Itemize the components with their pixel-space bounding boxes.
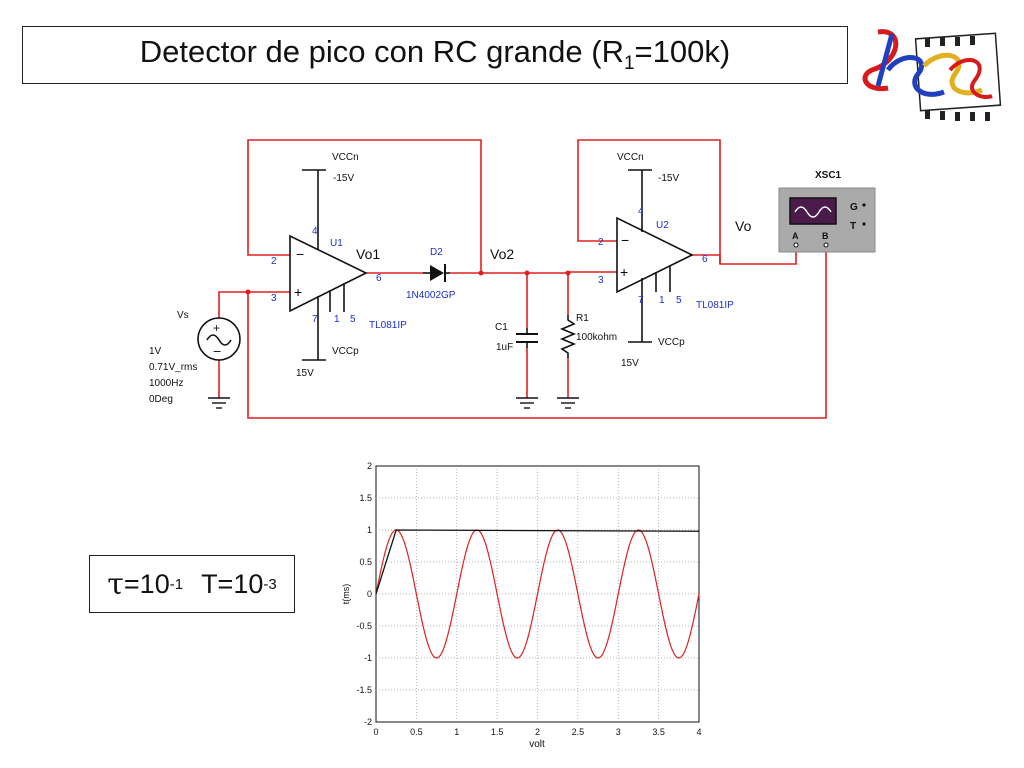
- net-vo: Vo: [735, 218, 752, 234]
- y-tick-label: 0.5: [359, 557, 372, 567]
- u1-ref: U1: [330, 238, 343, 249]
- capacitor-c1: C1 1uF: [495, 322, 538, 353]
- d2-part: 1N4002GP: [406, 290, 456, 301]
- u2-vccp-value: 15V: [621, 358, 639, 369]
- vs-param: 0Deg: [149, 394, 173, 405]
- y-tick-label: 1: [367, 525, 372, 535]
- svg-text:5: 5: [350, 314, 356, 325]
- svg-text:1: 1: [334, 314, 340, 325]
- svg-text:6: 6: [376, 273, 382, 284]
- op-amp-u2: − + VCCn -15V VCCp 15V 4 U2 2 3 6 7 1 5 …: [598, 152, 734, 369]
- x-tick-label: 3.5: [652, 727, 665, 737]
- svg-text:7: 7: [312, 314, 318, 325]
- x-tick-label: 2: [535, 727, 540, 737]
- svg-text:G: G: [850, 202, 858, 213]
- grid-lines-x: [416, 466, 659, 722]
- junction-dots: [245, 270, 571, 295]
- x-tick-label: 3: [616, 727, 621, 737]
- wires: [218, 139, 827, 419]
- vs-param: 1000Hz: [149, 378, 183, 389]
- tau-period-box: τ=10-1 T=10-3: [89, 555, 295, 613]
- vs-param: 1V: [149, 346, 162, 357]
- u1-vccp-label: VCCp: [332, 346, 359, 357]
- x-tick-label: 1: [454, 727, 459, 737]
- y-tick-labels: -2 -1.5 -1 -0.5 0 0.5 1 1.5 2: [356, 461, 372, 727]
- svg-text:B: B: [822, 231, 829, 241]
- oscilloscope-xsc1: XSC1 G T A B: [778, 170, 876, 253]
- series-peak-line: [375, 529, 700, 595]
- x-tick-label: 0: [373, 727, 378, 737]
- u1-vccp-value: 15V: [296, 368, 314, 379]
- dee-logo-icon: [862, 29, 1002, 121]
- u1-vccn-value: -15V: [333, 173, 354, 184]
- c1-ref: C1: [495, 322, 508, 333]
- source-vs: + − Vs 1V 0.71V_rms 1000Hz 0Deg: [149, 310, 241, 405]
- d2-ref: D2: [430, 247, 443, 258]
- title-box: Detector de pico con RC grande (R1=100k): [22, 26, 848, 84]
- diode-d2: D2 1N4002GP: [406, 247, 456, 301]
- svg-text:7: 7: [638, 295, 644, 306]
- svg-text:4: 4: [638, 206, 644, 217]
- vs-param: 0.71V_rms: [149, 362, 197, 373]
- schematic: − + VCCn -15V VCCp 15V 4 U1 2 3 6 7 1 5 …: [149, 139, 876, 419]
- page-title: Detector de pico con RC grande (R1=100k): [139, 34, 731, 75]
- x-tick-label: 1.5: [491, 727, 504, 737]
- svg-text:−: −: [296, 246, 304, 262]
- r1-ref: R1: [576, 313, 589, 324]
- scope-wave-icon: [794, 206, 832, 218]
- u2-vccn-label: VCCn: [617, 152, 644, 163]
- u2-part: TL081IP: [696, 300, 734, 311]
- x-tick-label: 0.5: [410, 727, 423, 737]
- resistor-r1: R1 100kohm: [559, 313, 617, 358]
- svg-text:A: A: [792, 231, 799, 241]
- svg-text:2: 2: [598, 237, 604, 248]
- op-amp-u1: − + VCCn -15V VCCp 15V 4 U1 2 3 6 7 1 5 …: [271, 152, 407, 379]
- svg-text:+: +: [294, 284, 302, 300]
- x-tick-label: 4: [696, 727, 701, 737]
- svg-text:−: −: [621, 232, 629, 248]
- x-axis-label: volt: [529, 739, 545, 750]
- svg-text:4: 4: [312, 226, 318, 237]
- c1-value: 1uF: [496, 342, 513, 353]
- vs-name: Vs: [177, 310, 189, 321]
- scope-ref: XSC1: [815, 170, 842, 181]
- y-tick-label: 1.5: [359, 493, 372, 503]
- svg-text:+: +: [213, 321, 220, 335]
- u2-ref: U2: [656, 220, 669, 231]
- u1-part: TL081IP: [369, 320, 407, 331]
- svg-text:5: 5: [676, 295, 682, 306]
- svg-text:1: 1: [659, 295, 665, 306]
- series-sine-line: [375, 529, 700, 659]
- r1-value: 100kohm: [576, 332, 617, 343]
- y-tick-label: -0.5: [356, 621, 372, 631]
- svg-text:3: 3: [271, 293, 277, 304]
- y-tick-label: 0: [367, 589, 372, 599]
- u1-vccn-label: VCCn: [332, 152, 359, 163]
- x-tick-label: 2.5: [572, 727, 585, 737]
- scope-screen: [789, 197, 837, 225]
- svg-text:T: T: [850, 221, 856, 232]
- svg-text:3: 3: [598, 275, 604, 286]
- y-tick-label: -1.5: [356, 685, 372, 695]
- period-value: T=10: [201, 568, 264, 599]
- x-tick-labels: 0 0.5 1 1.5 2 2.5 3 3.5 4: [373, 727, 701, 737]
- svg-text:−: −: [213, 343, 221, 359]
- u2-vccp-label: VCCp: [658, 337, 685, 348]
- net-vo1: Vo1: [356, 246, 380, 262]
- y-tick-label: -2: [364, 717, 372, 727]
- svg-text:+: +: [620, 264, 628, 280]
- tau-value: =10: [123, 568, 170, 599]
- tau-symbol: τ: [107, 566, 124, 602]
- svg-text:6: 6: [702, 254, 708, 265]
- ground-icons: [208, 397, 579, 409]
- y-tick-label: -1: [364, 653, 372, 663]
- net-vo2: Vo2: [490, 246, 514, 262]
- u2-vccn-value: -15V: [658, 173, 679, 184]
- svg-text:2: 2: [271, 256, 277, 267]
- y-axis-label: t(ms): [341, 584, 351, 605]
- y-tick-label: 2: [367, 461, 372, 471]
